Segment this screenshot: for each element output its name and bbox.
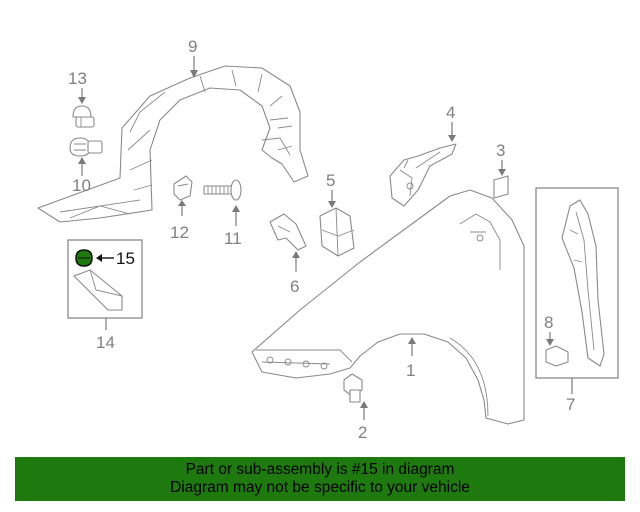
bracket-part-6[interactable] <box>269 213 307 251</box>
banner-line-1: Part or sub-assembly is #15 in diagram <box>185 461 455 478</box>
part-14-group-box <box>67 239 143 319</box>
part-7-group-box <box>535 187 619 379</box>
callout-12: 12 <box>170 223 189 242</box>
callout-5: 5 <box>326 171 335 190</box>
clip-part-10[interactable] <box>69 137 103 157</box>
part-info-banner: Part or sub-assembly is #15 in diagram D… <box>15 457 625 501</box>
pillar-part-7[interactable] <box>561 199 605 367</box>
callout-3: 3 <box>496 141 505 160</box>
callout-1: 1 <box>406 361 415 380</box>
bracket-part-8[interactable] <box>545 345 569 367</box>
banner-line-2: Diagram may not be specific to your vehi… <box>170 479 470 496</box>
parts-diagram: 9 13 10 12 11 6 5 4 3 1 2 14 15 8 7 <box>37 37 619 442</box>
plate-part-3[interactable] <box>493 175 509 199</box>
bolt-part-2[interactable] <box>343 373 363 403</box>
clip-part-12[interactable] <box>173 175 193 201</box>
front-fender-part-1[interactable] <box>251 189 525 425</box>
callout-7: 7 <box>566 395 575 414</box>
fender-liner-part-9[interactable] <box>37 65 309 223</box>
callout-6: 6 <box>290 277 299 296</box>
callout-14: 14 <box>96 333 115 352</box>
seal-part-14[interactable] <box>73 269 123 311</box>
callout-15: 15 <box>116 249 135 268</box>
callout-13: 13 <box>68 69 87 88</box>
callout-4: 4 <box>446 103 455 122</box>
fender-bracket-part-4[interactable] <box>389 143 457 207</box>
callout-9: 9 <box>188 37 197 56</box>
callout-10: 10 <box>72 176 91 195</box>
callout-11: 11 <box>224 229 242 248</box>
push-clip-part-13[interactable] <box>72 105 95 128</box>
nut-part-15[interactable] <box>75 249 93 267</box>
callout-8: 8 <box>544 313 553 332</box>
callout-2: 2 <box>358 423 367 442</box>
bolt-part-11[interactable] <box>203 179 242 201</box>
spacer-part-5[interactable] <box>319 207 355 257</box>
